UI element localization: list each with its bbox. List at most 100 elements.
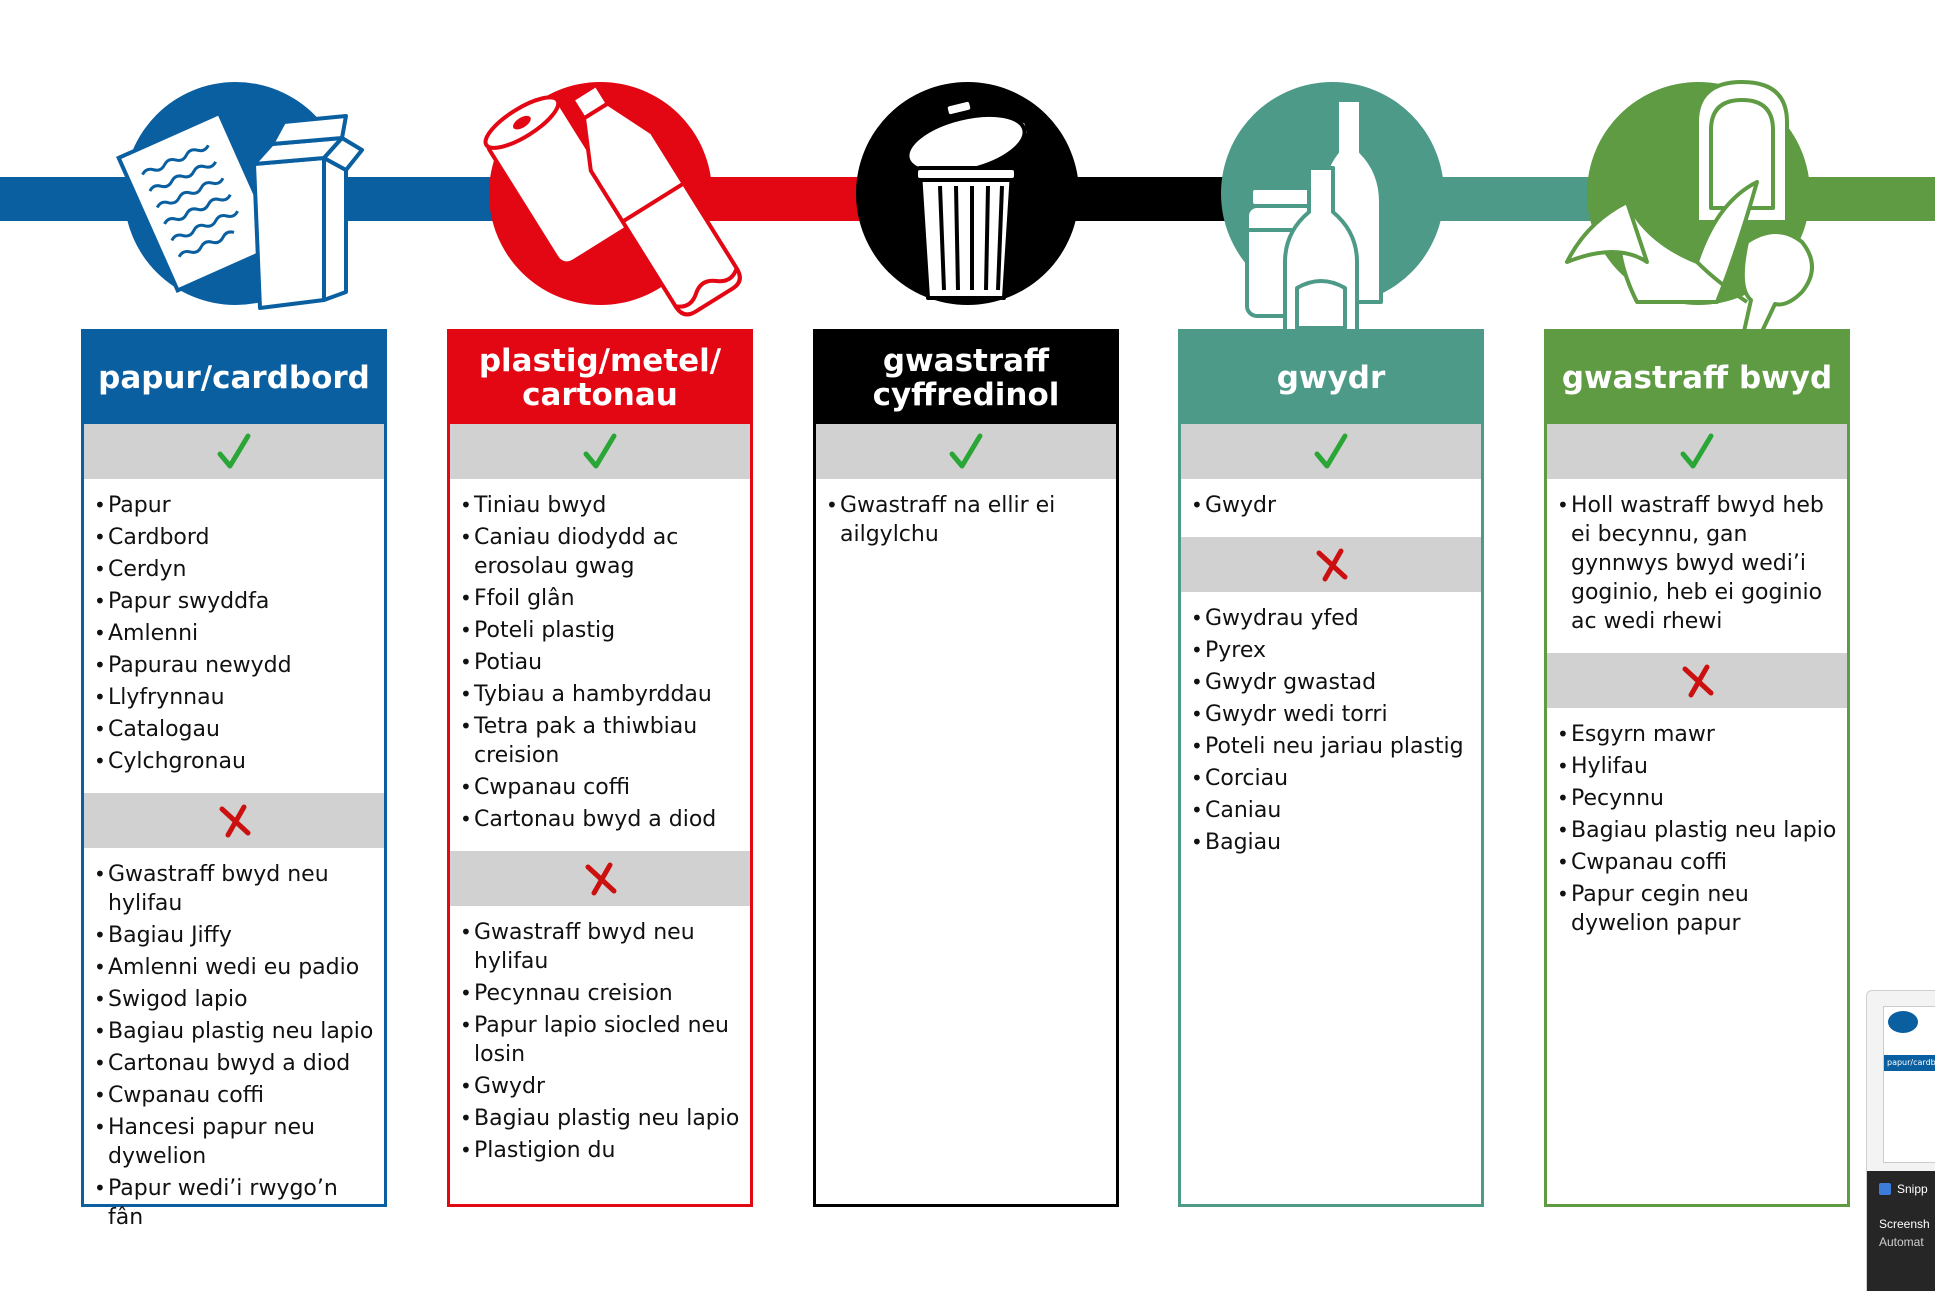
list-item: Caniau diodydd ac erosolau gwag — [460, 523, 740, 581]
accepted-band — [84, 424, 384, 479]
snipping-tool-bar[interactable]: Snipp Screensh Automat — [1867, 1171, 1935, 1291]
list-item: Cartonau bwyd a diod — [460, 805, 740, 834]
list-item: Caniau — [1191, 796, 1471, 825]
list-item: Gwydrau yfed — [1191, 604, 1471, 633]
snipping-tool-icon — [1879, 1183, 1891, 1195]
accepted-band — [450, 424, 750, 479]
rejected-list: Gwydrau yfed Pyrex Gwydr gwastad Gwydr w… — [1181, 592, 1481, 874]
rejected-band — [1181, 537, 1481, 592]
list-item: Gwydr wedi torri — [1191, 700, 1471, 729]
list-item: Potiau — [460, 648, 740, 677]
accepted-list: Gwastraff na ellir ei ailgylchu — [816, 479, 1116, 566]
list-item: Tiniau bwyd — [460, 491, 740, 520]
can-and-bottle-icon — [483, 82, 742, 317]
column-title: papur/cardbord — [84, 332, 384, 424]
column-title: gwastraff cyffredinol — [816, 332, 1116, 424]
tick-icon — [217, 433, 251, 468]
rejected-list: Gwastraff bwyd neu hylifau Bagiau Jiffy … — [84, 848, 384, 1249]
dustbin-icon — [856, 82, 1079, 305]
list-item: Amlenni wedi eu padio — [94, 953, 374, 982]
list-item: Cwpanau coffi — [94, 1081, 374, 1110]
app-label: Snipp — [1897, 1182, 1928, 1196]
accepted-list: Tiniau bwyd Caniau diodydd ac erosolau g… — [450, 479, 750, 851]
thumbnail-circle — [1888, 1011, 1918, 1033]
list-item: Cwpanau coffi — [1557, 848, 1837, 877]
accepted-band — [816, 424, 1116, 479]
list-item: Plastigion du — [460, 1136, 740, 1165]
list-item: Papurau newydd — [94, 651, 374, 680]
list-item: Gwydr — [1191, 491, 1471, 520]
accepted-list: Gwydr — [1181, 479, 1481, 537]
list-item: Hylifau — [1557, 752, 1837, 781]
list-item: Hancesi papur neu dywelion — [94, 1113, 374, 1171]
tick-icon — [583, 433, 617, 468]
list-item: Papur wedi’i rwygo’n fân — [94, 1174, 374, 1232]
rejected-list: Esgyrn mawr Hylifau Pecynnu Bagiau plast… — [1547, 708, 1847, 955]
list-item: Llyfrynnau — [94, 683, 374, 712]
list-item: Gwydr — [460, 1072, 740, 1101]
column-glass: gwydr Gwydr Gwydrau yfed Pyrex Gwydr gwa… — [1178, 329, 1484, 1207]
list-item: Poteli plastig — [460, 616, 740, 645]
rejected-list: Gwastraff bwyd neu hylifau Pecynnau crei… — [450, 906, 750, 1182]
list-item: Holl wastraff bwyd heb ei becynnu, gan g… — [1557, 491, 1837, 636]
list-item: Corciau — [1191, 764, 1471, 793]
list-item: Bagiau — [1191, 828, 1471, 857]
accepted-list: Papur Cardbord Cerdyn Papur swyddfa Amle… — [84, 479, 384, 793]
list-item: Gwastraff bwyd neu hylifau — [94, 860, 374, 918]
list-item: Papur swyddfa — [94, 587, 374, 616]
column-title: gwydr — [1181, 332, 1481, 424]
list-item: Tetra pak a thiwbiau creision — [460, 712, 740, 770]
list-item: Amlenni — [94, 619, 374, 648]
list-item: Poteli neu jariau plastig — [1191, 732, 1471, 761]
list-item: Papur — [94, 491, 374, 520]
notification-line2: Automat — [1879, 1235, 1924, 1249]
snipping-tool-notification[interactable]: papur/cardbord Snipp Screensh Automat — [1866, 990, 1935, 1291]
list-item: Bagiau plastig neu lapio — [1557, 816, 1837, 845]
list-item: Cartonau bwyd a diod — [94, 1049, 374, 1078]
list-item: Cwpanau coffi — [460, 773, 740, 802]
list-item: Pecynnau creision — [460, 979, 740, 1008]
column-paper: papur/cardbord Papur Cardbord Cerdyn Pap… — [81, 329, 387, 1230]
notification-line1: Screensh — [1879, 1217, 1930, 1231]
paper-and-cardboard-icon — [116, 82, 364, 310]
list-item: Gwastraff bwyd neu hylifau — [460, 918, 740, 976]
rejected-band — [84, 793, 384, 848]
cross-icon — [1682, 664, 1714, 697]
list-item: Ffoil glân — [460, 584, 740, 613]
thumbnail-title: papur/cardbord — [1884, 1055, 1935, 1071]
list-item: Cylchgronau — [94, 747, 374, 776]
glass-bottles-icon — [1221, 82, 1444, 344]
rejected-band — [450, 851, 750, 906]
list-item: Tybiau a hambyrddau — [460, 680, 740, 709]
cross-icon — [1316, 548, 1348, 581]
column-general: gwastraff cyffredinol Gwastraff na ellir… — [813, 329, 1119, 1207]
list-item: Bagiau plastig neu lapio — [94, 1017, 374, 1046]
list-item: Cardbord — [94, 523, 374, 552]
list-item: Swigod lapio — [94, 985, 374, 1014]
list-item: Bagiau Jiffy — [94, 921, 374, 950]
accepted-band — [1181, 424, 1481, 479]
list-item: Papur cegin neu dywelion papur — [1557, 880, 1837, 938]
tick-icon — [1314, 433, 1348, 468]
column-title: plastig/metel/ cartonau — [450, 332, 750, 424]
tick-icon — [1680, 433, 1714, 468]
column-title: gwastraff bwyd — [1547, 332, 1847, 424]
tick-icon — [949, 433, 983, 468]
accepted-list: Holl wastraff bwyd heb ei becynnu, gan g… — [1547, 479, 1847, 653]
accepted-band — [1547, 424, 1847, 479]
column-food: gwastraff bwyd Holl wastraff bwyd heb ei… — [1544, 329, 1850, 1207]
list-item: Bagiau plastig neu lapio — [460, 1104, 740, 1133]
column-plastic: plastig/metel/ cartonau Tiniau bwyd Cani… — [447, 329, 753, 1207]
list-item: Gwastraff na ellir ei ailgylchu — [826, 491, 1106, 549]
rejected-band — [1547, 653, 1847, 708]
list-item: Gwydr gwastad — [1191, 668, 1471, 697]
cross-icon — [585, 862, 617, 895]
list-item: Cerdyn — [94, 555, 374, 584]
cross-icon — [219, 804, 251, 837]
list-item: Esgyrn mawr — [1557, 720, 1837, 749]
screenshot-thumbnail[interactable]: papur/cardbord — [1883, 1006, 1935, 1163]
food-waste-icon — [1565, 80, 1814, 344]
list-item: Papur lapio siocled neu losin — [460, 1011, 740, 1069]
list-item: Catalogau — [94, 715, 374, 744]
list-item: Pyrex — [1191, 636, 1471, 665]
